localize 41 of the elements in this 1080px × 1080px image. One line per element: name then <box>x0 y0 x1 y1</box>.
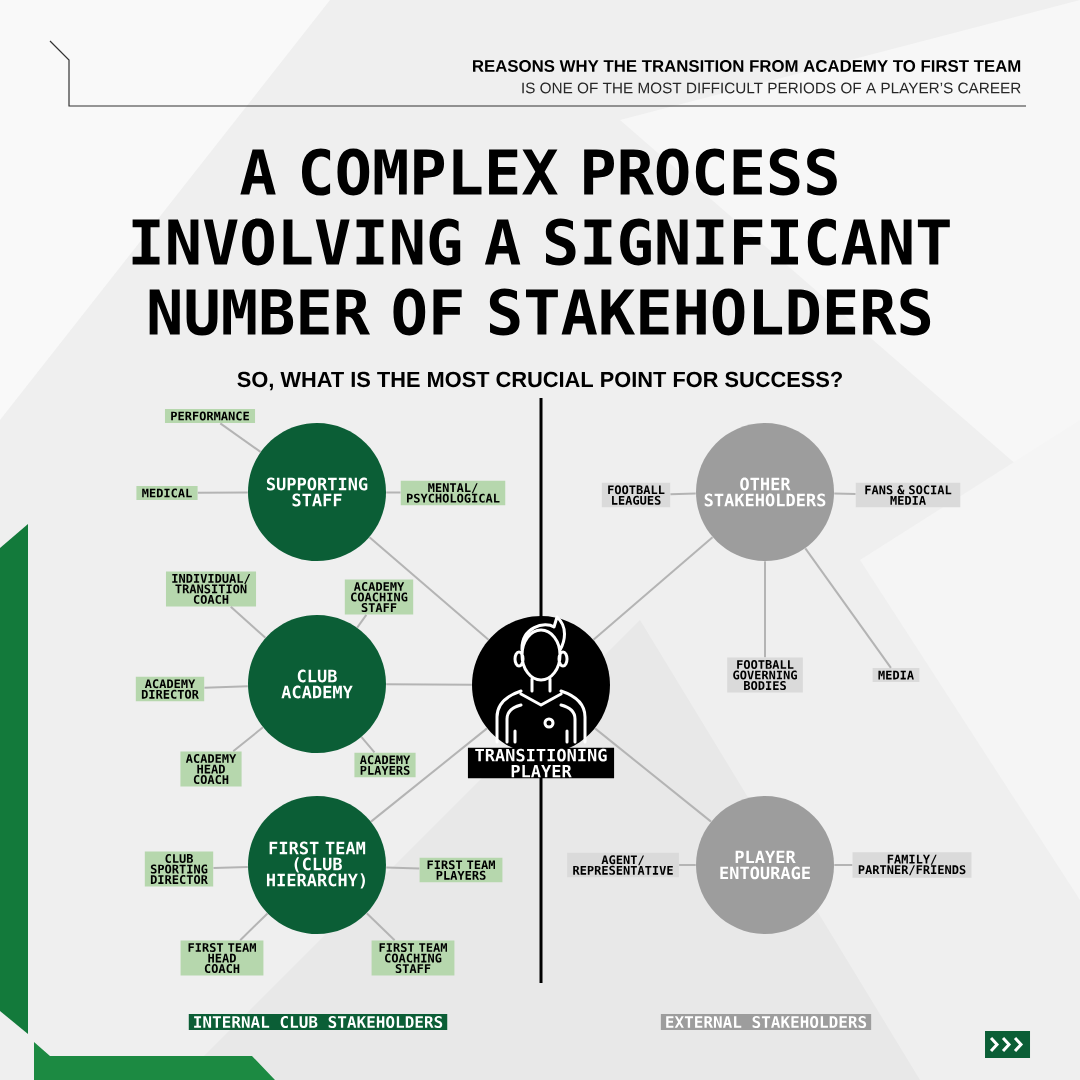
stakeholder-label: FIRST TEAM HEAD COACH <box>180 940 264 976</box>
connector-line <box>203 685 249 689</box>
connector-line <box>356 613 368 629</box>
connector-line <box>365 912 396 942</box>
connector-line <box>229 605 267 639</box>
header-text: IS ONE OF THE MOST DIFFICULT PERIODS OF A PLAYER’S CAREER <box>522 82 1021 94</box>
stakeholder-label: ACADEMY PLAYERS <box>354 752 416 778</box>
connector-line <box>239 912 269 942</box>
stakeholder-label: ACADEMY HEAD COACH <box>180 751 242 787</box>
connector-line <box>764 560 766 659</box>
connector-line <box>678 864 697 866</box>
player-label: TRANSITIONING PLAYER <box>467 747 615 779</box>
stakeholder-label: CLUB SPORTING DIRECTOR <box>144 851 214 887</box>
stakeholder-label: AGENT/ REPRESENTATIVE <box>567 852 679 878</box>
stakeholder-label: FIRST TEAM COACHING STAFF <box>371 940 455 976</box>
connector-line <box>219 422 262 453</box>
connector-line <box>370 727 488 823</box>
stakeholder-label: FOOTBALL GOVERNING BODIES <box>727 657 803 693</box>
connector-line <box>196 491 249 494</box>
connector-line <box>212 866 249 869</box>
connector-line <box>669 492 697 496</box>
stakeholder-label: FANS & SOCIAL MEDIA <box>855 482 961 508</box>
stakeholder-label: FAMILY/ PARTNER/FRIENDS <box>852 852 972 878</box>
connector-line <box>385 491 402 494</box>
connector-line <box>360 736 376 754</box>
title: A COMPLEX PROCESS INVOLVING A SIGNIFICANT NUMBER OF STAKEHOLDERS <box>132 148 950 336</box>
connector-line <box>833 492 857 495</box>
connector-line <box>804 547 892 669</box>
connector-line <box>385 683 473 686</box>
connector-line <box>594 727 712 823</box>
connector-line <box>368 536 490 641</box>
stakeholder-label: INDIVIDUAL/ TRANSITION COACH <box>165 571 257 607</box>
connector-line <box>385 866 421 870</box>
stakeholder-label: MENTAL/ PSYCHOLOGICAL <box>400 480 506 506</box>
header-text: REASONS WHY THE TRANSITION FROM ACADEMY TO FIRST TEAM <box>473 60 1021 72</box>
connector-line <box>833 864 854 866</box>
connector-line <box>232 726 264 753</box>
subheading: SO, WHAT IS THE MOST CRUCIAL POINT FOR SUCCESS? <box>237 371 842 391</box>
connector-line <box>592 536 714 641</box>
stakeholder-label: MEDIA <box>872 668 920 682</box>
stakeholder-label: ACADEMY COACHING STAFF <box>344 579 414 615</box>
